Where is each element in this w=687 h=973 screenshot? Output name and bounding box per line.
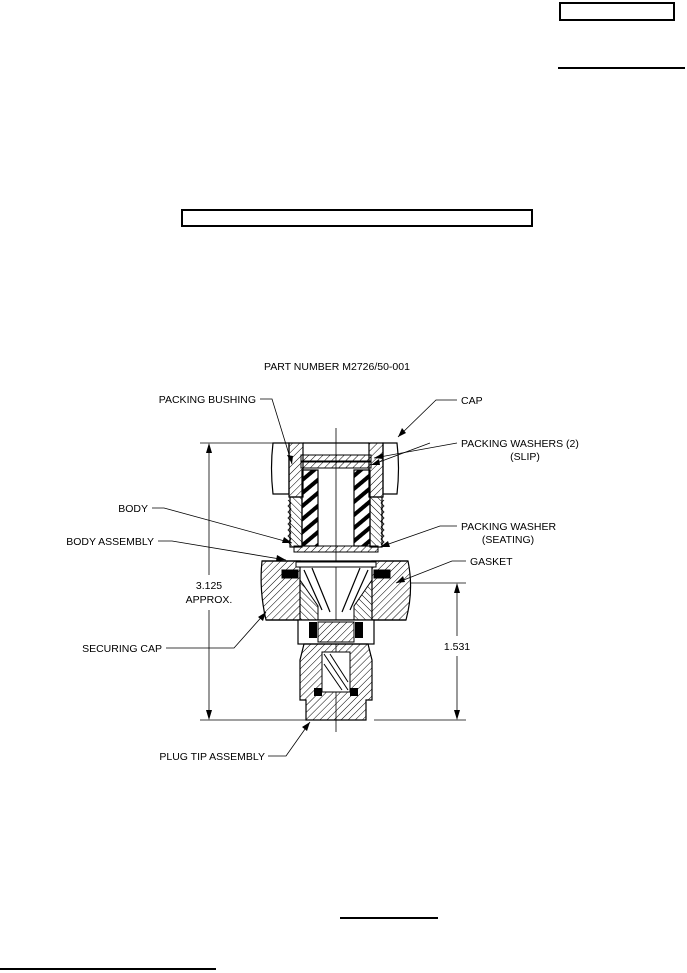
leader-arrows	[258, 428, 406, 731]
dim-overall	[200, 442, 306, 721]
label-packing-washers-sub: (SLIP)	[510, 451, 540, 463]
leader-lines	[152, 398, 466, 757]
dim-lower	[374, 582, 466, 721]
label-securing-cap: SECURING CAP	[82, 643, 162, 655]
page-rule	[340, 917, 438, 919]
label-body: BODY	[118, 503, 148, 515]
footnote-rule	[0, 968, 216, 970]
label-packing-washer-sub: (SEATING)	[482, 534, 534, 546]
dim-overall-note: APPROX.	[186, 594, 233, 606]
label-packing-washer: PACKING WASHER	[461, 521, 557, 533]
body-part	[287, 496, 385, 548]
label-body-assembly: BODY ASSEMBLY	[66, 536, 154, 548]
label-packing-washers: PACKING WASHERS (2)	[461, 438, 579, 450]
label-cap: CAP	[461, 395, 483, 407]
gasket-part	[295, 561, 377, 568]
label-packing-bushing: PACKING BUSHING	[159, 394, 256, 406]
dim-lower-value: 1.531	[444, 641, 470, 653]
packing-washers	[300, 454, 372, 469]
securing-cap-part	[260, 560, 412, 621]
header-box	[559, 2, 675, 21]
figure-title: PART NUMBER M2726/50-001	[264, 361, 410, 373]
header-rule	[558, 67, 685, 69]
cap-part	[270, 442, 400, 498]
label-plug-tip-assembly: PLUG TIP ASSEMBLY	[159, 751, 265, 763]
label-gasket: GASKET	[470, 556, 513, 568]
packing-washer-seating	[293, 545, 379, 553]
plug-tip-part	[297, 619, 375, 721]
caption-box	[181, 209, 533, 227]
dim-overall-value: 3.125	[196, 580, 222, 592]
